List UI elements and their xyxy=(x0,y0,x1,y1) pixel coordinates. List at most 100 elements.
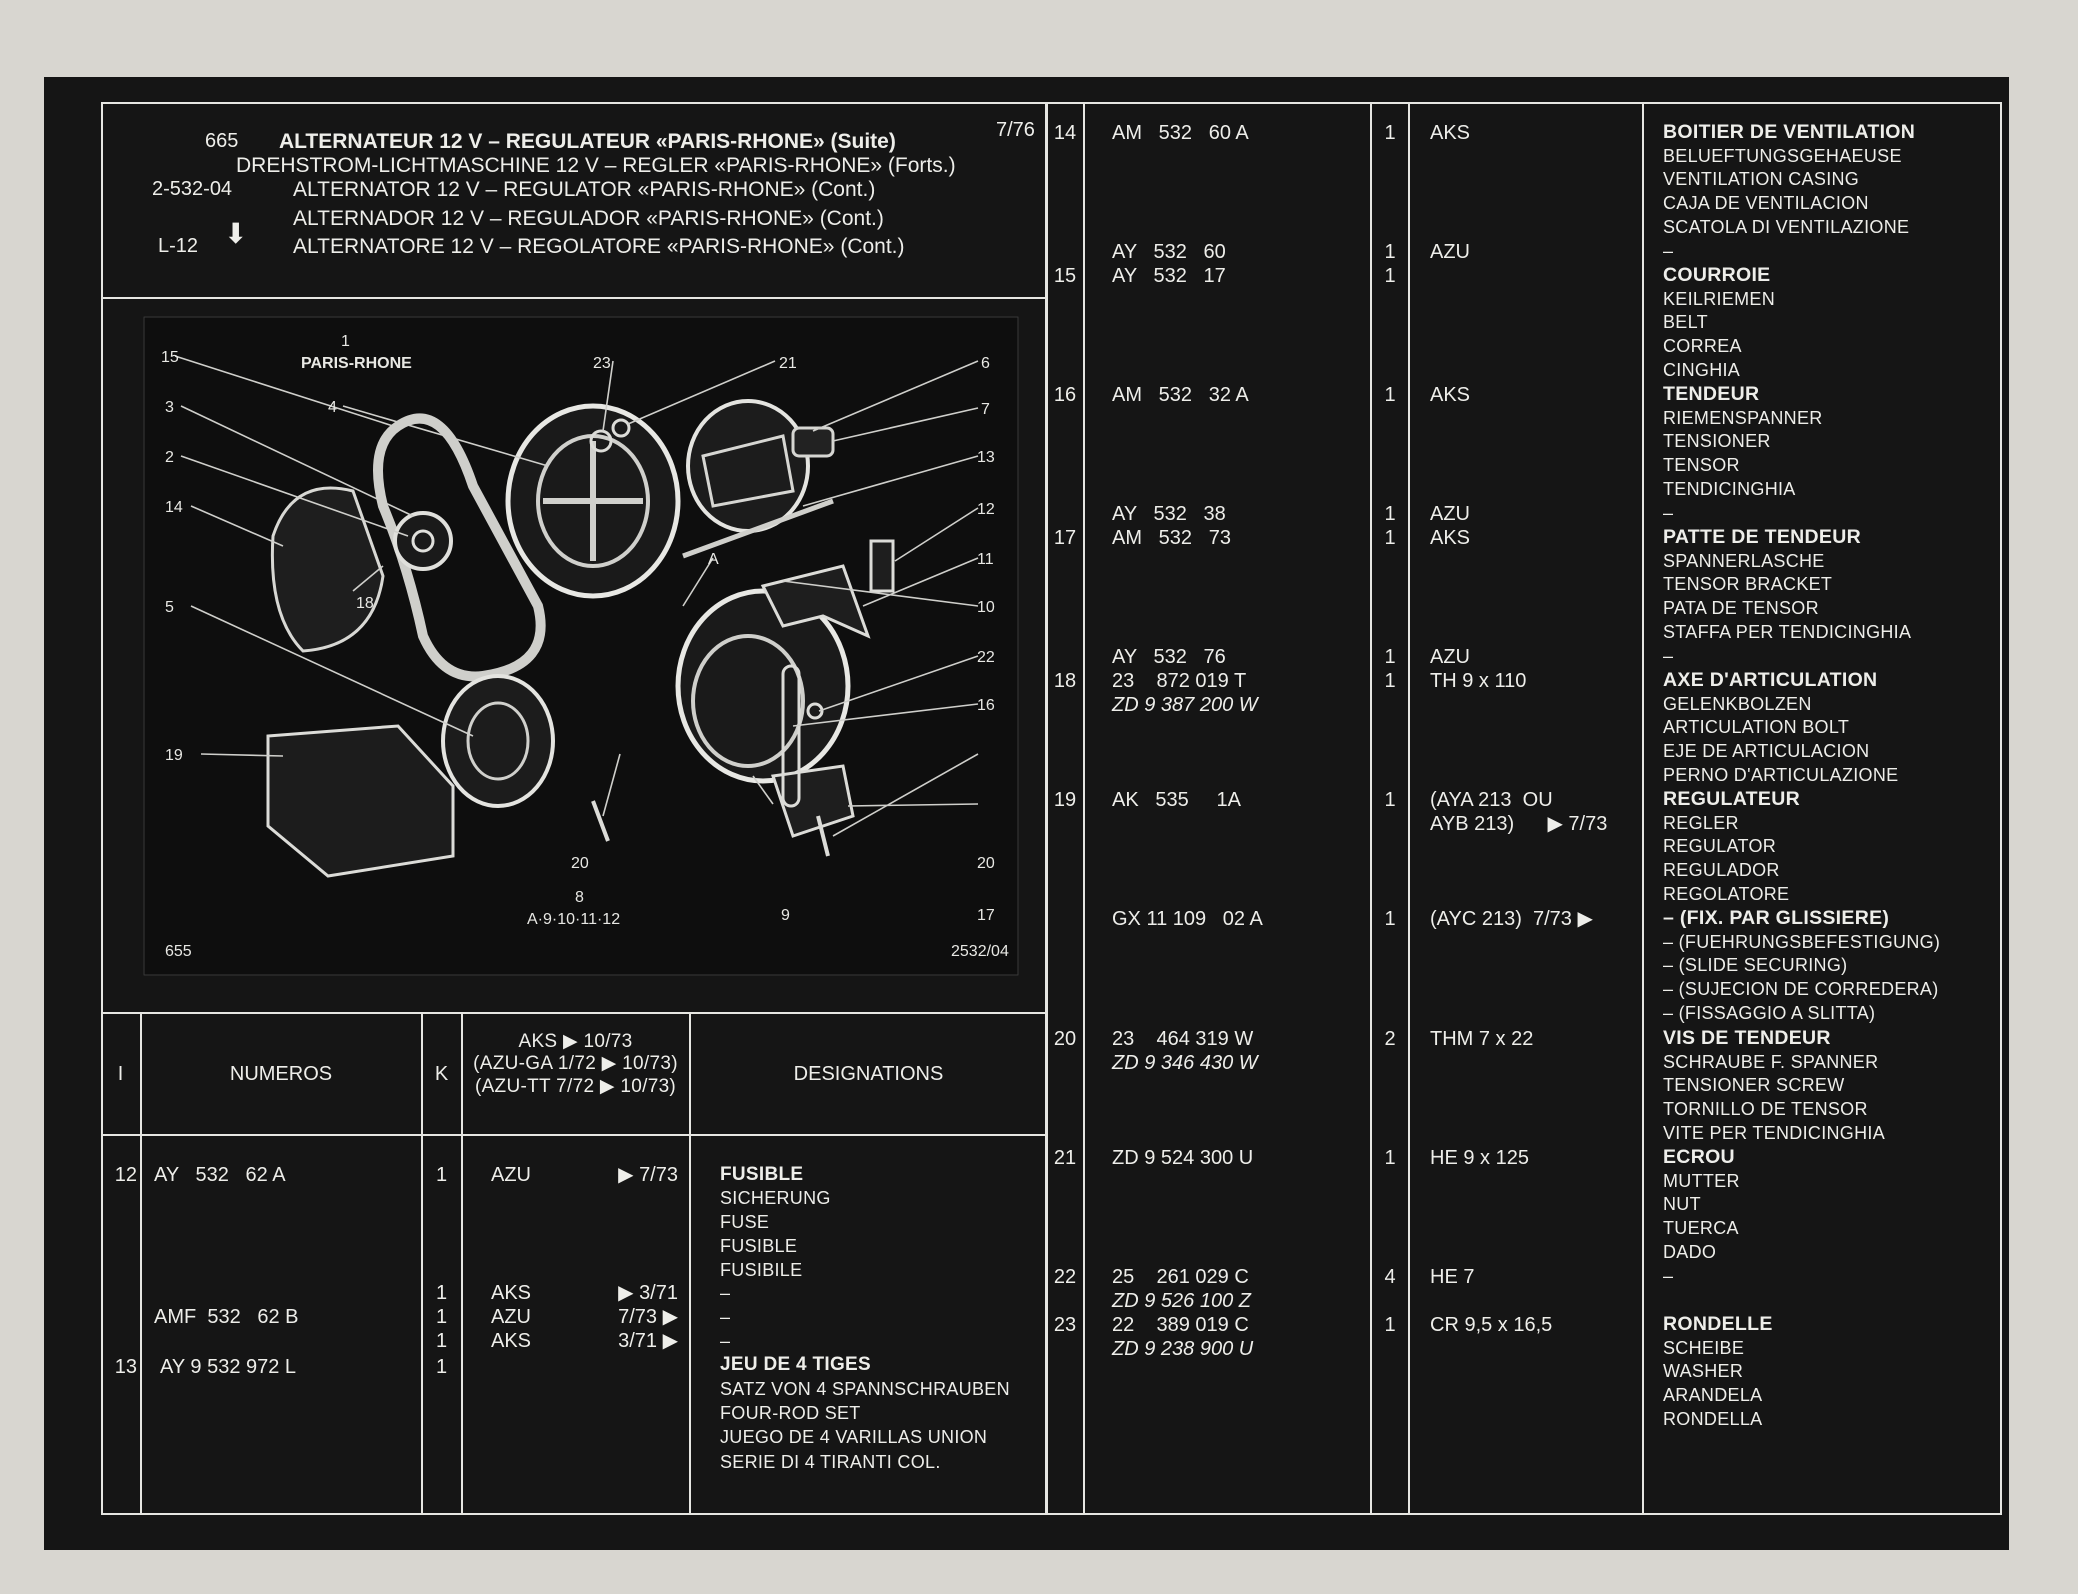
brand-label: PARIS-RHONE xyxy=(301,355,412,372)
designation-it: VITE PER TENDICINGHIA xyxy=(1663,1122,1886,1143)
designation-en: – (SLIDE SECURING) xyxy=(1663,955,1848,976)
designation-dash: – xyxy=(720,1283,731,1303)
left-col-rule-2 xyxy=(421,1012,423,1515)
callout-20-right: 20 xyxy=(977,855,995,872)
part-number: AM 532 60 A xyxy=(1112,122,1249,144)
quantity: 1 xyxy=(435,1330,448,1352)
title-it: ALTERNATORE 12 V – REGOLATORE «PARIS-RHO… xyxy=(293,235,905,258)
tensioner-strap-part xyxy=(781,664,801,808)
regulator-part xyxy=(266,724,455,878)
designation-en: FOUR-ROD SET xyxy=(720,1403,861,1423)
quantity: 1 xyxy=(1384,241,1396,263)
callout-13: 13 xyxy=(977,449,995,466)
brand-callout: 1 xyxy=(341,333,350,350)
designation-en: BELT xyxy=(1663,312,1708,333)
designation-fr: – xyxy=(1663,1266,1674,1286)
ref-number: 22 xyxy=(1053,1266,1077,1288)
table-header-rule xyxy=(101,1134,1047,1136)
callout-14: 14 xyxy=(165,499,183,516)
designation-it: FUSIBILE xyxy=(720,1260,803,1280)
designation-fr: PATTE DE TENDEUR xyxy=(1663,526,1862,548)
col-header-k: K xyxy=(434,1063,449,1085)
callout-9: 9 xyxy=(781,907,790,924)
right-col-rule-1 xyxy=(1083,102,1085,1515)
quantity: 4 xyxy=(1384,1266,1396,1288)
designation-fr: – xyxy=(1663,503,1674,523)
group-sub-label: A·9·10·11·12 xyxy=(527,911,620,928)
part-number: AK 535 1A xyxy=(1112,789,1241,811)
callout-12: 12 xyxy=(977,501,995,518)
designation-de: SCHEIBE xyxy=(1663,1337,1745,1358)
ref-number: 19 xyxy=(1053,789,1077,811)
part-number: AY 532 76 xyxy=(1112,646,1226,668)
designation-de: REGLER xyxy=(1663,812,1739,833)
tensioner-bracket-part xyxy=(771,764,855,838)
quantity: 1 xyxy=(435,1164,448,1186)
designation-fr: COURROIE xyxy=(1663,264,1771,286)
callout-21: 21 xyxy=(779,355,797,372)
callout-17: 17 xyxy=(977,907,995,924)
col-header-designations: DESIGNATIONS xyxy=(793,1063,944,1085)
quantity: 1 xyxy=(1384,527,1396,549)
designation-en: REGULATOR xyxy=(1663,836,1777,857)
model: AKS xyxy=(491,1330,532,1352)
designation-dash: – xyxy=(720,1331,731,1351)
designation-fr: AXE D'ARTICULATION xyxy=(1663,669,1878,691)
designation-de: KEILRIEMEN xyxy=(1663,288,1776,309)
designation-es: CAJA DE VENTILACION xyxy=(1663,193,1869,214)
pulley-part xyxy=(393,511,453,571)
date: 3/71 ▶ xyxy=(618,1330,678,1352)
quantity: 1 xyxy=(1384,1314,1396,1336)
designation-fr: TENDEUR xyxy=(1663,383,1760,405)
designation-en: WASHER xyxy=(1663,1361,1744,1382)
designation-fr: VIS DE TENDEUR xyxy=(1663,1027,1831,1049)
right-panel-frame xyxy=(1046,102,2002,1515)
model: AKS xyxy=(491,1282,532,1304)
quantity: 1 xyxy=(1384,908,1396,930)
corner-code-left: 655 xyxy=(165,943,192,960)
title-es: ALTERNADOR 12 V – REGULADOR «PARIS-RHONE… xyxy=(293,207,884,230)
model: THM 7 x 22 xyxy=(1430,1028,1534,1050)
callout-22: 22 xyxy=(977,649,995,666)
designation-de: SATZ VON 4 SPANNSCHRAUBEN xyxy=(720,1379,1010,1399)
alternator-exploded-view: 15 3 2 14 5 19 4 23 21 6 7 13 12 11 A 10… xyxy=(143,316,1019,976)
quantity: 2 xyxy=(1384,1028,1396,1050)
ref-number: 16 xyxy=(1053,384,1077,406)
callout-11: 11 xyxy=(977,551,994,568)
date: 7/73 ▶ xyxy=(618,1306,678,1328)
stator-part xyxy=(675,588,851,784)
date: ▶ 3/71 xyxy=(618,1282,678,1304)
callout-3: 3 xyxy=(165,399,174,416)
header-rule xyxy=(101,297,1047,299)
designation-de: SICHERUNG xyxy=(720,1188,831,1208)
model: TH 9 x 110 xyxy=(1430,670,1527,692)
rectifier-part xyxy=(441,674,555,808)
designation-it: SCATOLA DI VENTILAZIONE xyxy=(1663,216,1910,237)
model: AZU xyxy=(1430,646,1470,668)
ref-number: 23 xyxy=(1053,1314,1077,1336)
ref-number: 15 xyxy=(1053,265,1077,287)
part-number: 25 261 029 C xyxy=(1112,1266,1249,1288)
designation-en: FUSE xyxy=(720,1212,770,1232)
quantity: 1 xyxy=(1384,1147,1396,1169)
callout-4: 4 xyxy=(328,399,337,416)
right-col-rule-2 xyxy=(1370,102,1372,1515)
quantity: 1 xyxy=(1384,646,1396,668)
model-cont: AYB 213) ▶ 7/73 xyxy=(1430,813,1608,835)
part-number: GX 11 109 02 A xyxy=(1112,908,1263,930)
designation-fr: BOITIER DE VENTILATION xyxy=(1663,121,1916,143)
designation-it: SERIE DI 4 TIRANTI COL. xyxy=(720,1452,941,1472)
part-number: AM 532 32 A xyxy=(1112,384,1249,406)
designation-es: JUEGO DE 4 VARILLAS UNION xyxy=(720,1427,988,1447)
designation-fr: JEU DE 4 TIGES xyxy=(720,1354,871,1375)
designation-it: RONDELLA xyxy=(1663,1408,1763,1429)
designation-it: REGOLATORE xyxy=(1663,883,1790,904)
part-number-alt: ZD 9 526 100 Z xyxy=(1112,1290,1251,1312)
part-number: AY 532 38 xyxy=(1112,503,1226,525)
model: HE 9 x 125 xyxy=(1430,1147,1529,1169)
quantity: 1 xyxy=(1384,670,1396,692)
part-number-alt: ZD 9 387 200 W xyxy=(1112,694,1258,716)
callout-A: A xyxy=(708,551,719,568)
designation-en: TENSIONER SCREW xyxy=(1663,1075,1845,1096)
designation-de: RIEMENSPANNER xyxy=(1663,407,1823,428)
